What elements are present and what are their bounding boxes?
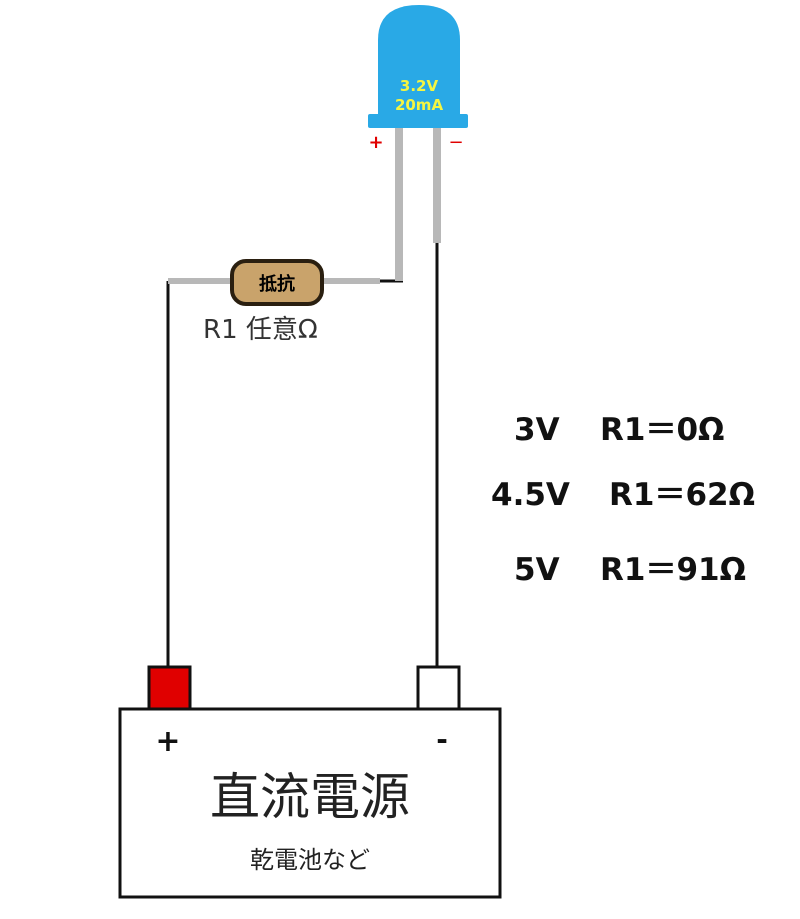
- led-voltage-label: 3.2V: [400, 77, 439, 95]
- power-plus-sign: +: [155, 724, 180, 759]
- power-minus-sign: -: [436, 723, 448, 756]
- wires: [166, 243, 439, 668]
- resistor-body: [230, 259, 324, 306]
- led: 3.2V 20mA: [368, 5, 468, 128]
- power-supply-body: [118, 707, 502, 899]
- resistor-caption: R1 任意Ω: [203, 315, 318, 345]
- row-3v-value: R1＝0Ω: [600, 412, 724, 448]
- led-plus-sign: +: [368, 132, 383, 153]
- row-45v-value: R1＝62Ω: [609, 477, 755, 513]
- power-supply: + - 直流電源 乾電池など: [118, 665, 502, 899]
- resistor-label: 抵抗: [259, 273, 295, 295]
- row-5v-voltage: 5V: [514, 552, 560, 588]
- led-base-rim: [368, 114, 468, 128]
- plus-terminal: [147, 665, 192, 711]
- led-minus-sign: −: [448, 132, 463, 153]
- row-3v-voltage: 3V: [514, 412, 560, 448]
- power-supply-subtitle: 乾電池など: [250, 846, 370, 874]
- led-current-label: 20mA: [395, 96, 444, 114]
- row-5v-value: R1＝91Ω: [600, 552, 746, 588]
- power-supply-title: 直流電源: [210, 768, 410, 826]
- row-45v-voltage: 4.5V: [491, 477, 570, 513]
- minus-terminal: [416, 665, 461, 711]
- resistor-value-table: 3V R1＝0Ω 4.5V R1＝62Ω 5V R1＝91Ω: [491, 412, 755, 588]
- resistor: 抵抗: [230, 259, 324, 306]
- led-leads: [395, 128, 441, 281]
- led-dome: [378, 5, 460, 120]
